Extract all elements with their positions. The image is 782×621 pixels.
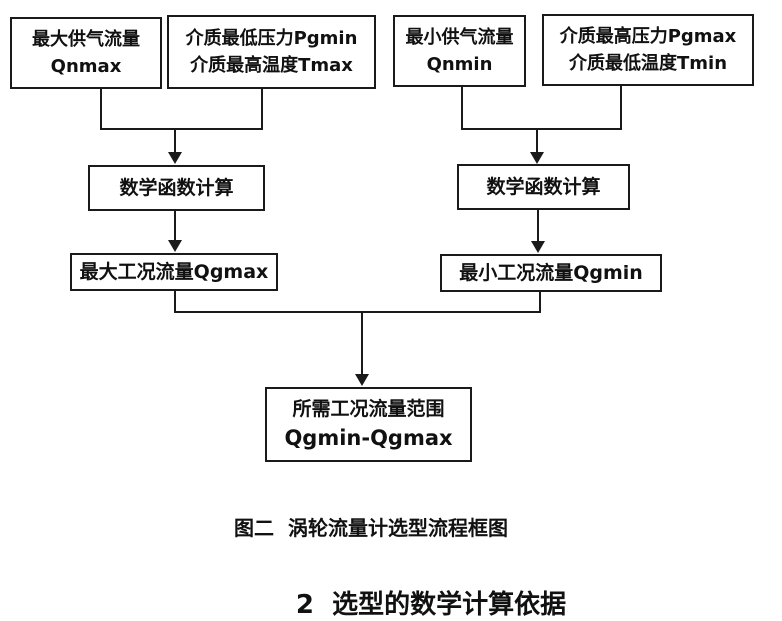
connector-final-stem [361,311,363,375]
connector-left-join [100,128,263,130]
box-qgmax: 最大工况流量Qgmax [70,253,278,291]
box-math-calc-right: 数学函数计算 [457,164,630,210]
box-max-supply-flow-line1: 最大供气流量 [32,29,140,50]
box-qgmax-label: 最大工况流量Qgmax [79,260,269,283]
arrowhead-into-qgmin [531,241,545,253]
box-required-flow-range: 所需工况流量范围 Qgmin-Qgmax [265,387,472,462]
connector-left-center-stem [174,129,176,153]
box-max-supply-flow: 最大供气流量 Qnmax [10,17,162,89]
box-required-flow-range-line2: Qgmin-Qgmax [284,426,453,450]
box-min-temp-line: 介质最低温度Tmin [568,53,728,74]
arrowhead-into-result [355,374,369,386]
section-heading: 2 选型的数学计算依据 [295,590,567,620]
connector-left-drop1 [100,88,102,130]
arrowhead-into-calc-left [168,152,182,164]
box-required-flow-range-line1: 所需工况流量范围 [292,397,445,420]
box-max-supply-flow-line2: Qnmax [50,56,122,77]
box-max-temp-line: 介质最高温度Tmax [190,55,353,76]
connector-right-drop2 [620,85,622,130]
connector-qgmin-down [539,292,541,313]
connector-calc-right-down [537,210,539,241]
box-min-pressure-max-temp: 介质最低压力Pgmin 介质最高温度Tmax [167,15,376,89]
arrowhead-into-qgmax [168,240,182,252]
box-qgmin: 最小工况流量Qgmin [440,254,662,292]
connector-merge-join [174,311,541,313]
box-max-pressure-line: 介质最高压力Pgmax [559,26,737,47]
connector-right-join [461,128,622,130]
connector-left-drop2 [261,88,263,130]
box-math-calc-left: 数学函数计算 [88,165,265,211]
connector-right-drop1 [461,86,463,130]
connector-right-center-stem [536,129,538,153]
box-min-supply-flow: 最小供气流量 Qnmin [393,15,526,87]
box-min-pressure-line: 介质最低压力Pgmin [185,28,358,49]
box-min-supply-flow-line1: 最小供气流量 [405,27,514,48]
box-max-pressure-min-temp: 介质最高压力Pgmax 介质最低温度Tmin [542,14,754,86]
box-math-calc-left-label: 数学函数计算 [119,176,234,199]
box-qgmin-label: 最小工况流量Qgmin [459,261,643,284]
figure-caption: 图二 涡轮流量计选型流程框图 [234,516,508,540]
connector-calc-left-down [174,211,176,241]
connector-qgmax-down [174,291,176,313]
box-math-calc-right-label: 数学函数计算 [486,175,601,198]
box-min-supply-flow-line2: Qnmin [426,54,493,75]
arrowhead-into-calc-right [530,152,544,164]
